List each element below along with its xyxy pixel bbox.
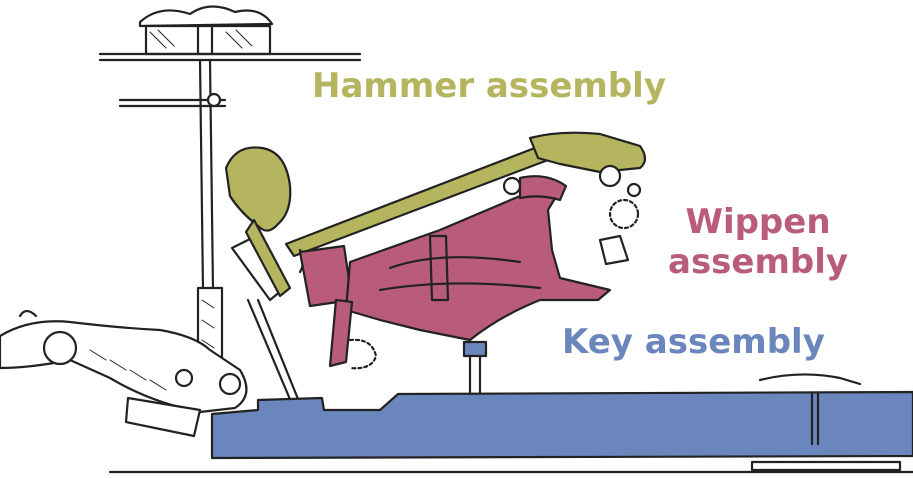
hammer-assembly-label: Hammer assembly bbox=[312, 66, 666, 106]
key-assembly bbox=[210, 390, 913, 460]
damper-lever bbox=[0, 309, 248, 438]
damper-top-block bbox=[98, 5, 362, 62]
key-assembly-label: Key assembly bbox=[562, 322, 825, 362]
wippen-label-line1: Wippen bbox=[685, 202, 831, 242]
hammer-assembly bbox=[224, 131, 647, 298]
key-frame bbox=[108, 373, 913, 474]
wippen-label-line2: assembly bbox=[668, 242, 849, 282]
sticker-jack bbox=[230, 234, 302, 406]
capstan-screw bbox=[462, 340, 488, 400]
wippen-assembly-label: Wippen assembly bbox=[668, 202, 848, 282]
wippen-assembly bbox=[298, 175, 612, 368]
regulating-button-detail bbox=[348, 182, 642, 370]
damper-rod bbox=[118, 58, 227, 376]
